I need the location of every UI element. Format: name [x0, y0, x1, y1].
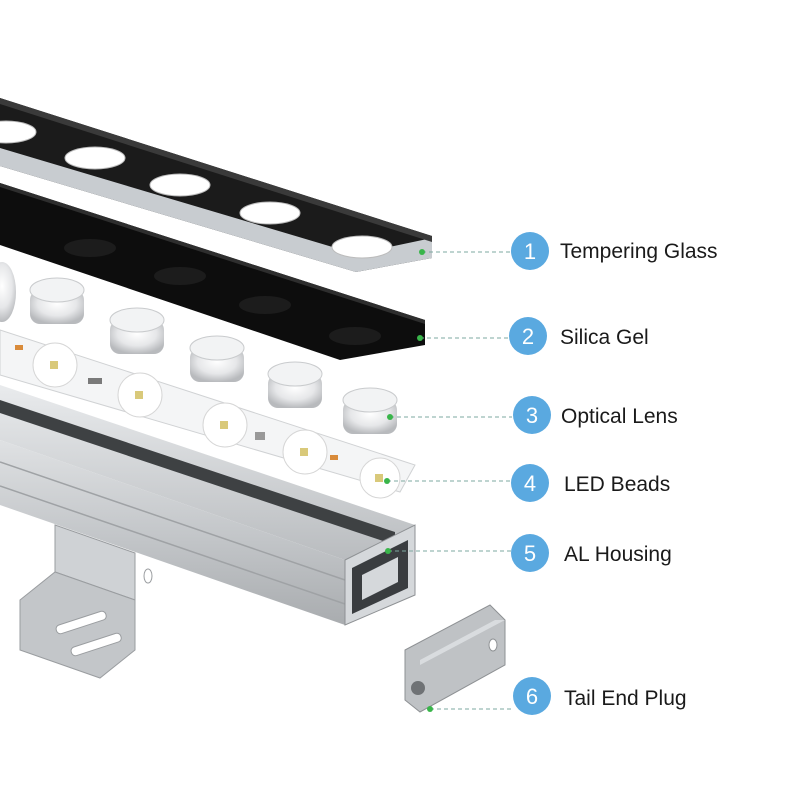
led-strip-part — [0, 329, 416, 499]
callout-anchor-dot — [417, 335, 423, 341]
callout-anchor-dot — [384, 478, 390, 484]
callout-number-badge — [511, 464, 549, 502]
silica-gel-part — [0, 183, 425, 360]
callout-label: Tempering Glass — [560, 240, 718, 263]
callout-label: LED Beads — [564, 473, 670, 496]
callout-number-badge — [511, 232, 549, 270]
callout-number-badge — [513, 677, 551, 715]
callout-3: 3 Optical Lens — [387, 396, 678, 434]
optical-lens — [189, 335, 245, 382]
callout-anchor-dot — [385, 548, 391, 554]
callout-anchor-dot — [419, 249, 425, 255]
optical-lens — [29, 277, 85, 324]
al-housing-part — [0, 385, 416, 679]
tail-end-plug-part — [404, 604, 506, 713]
callout-number: 5 — [524, 541, 536, 566]
callout-label: Silica Gel — [560, 326, 649, 349]
callout-6: 6 Tail End Plug — [427, 677, 687, 715]
callout-number: 6 — [526, 684, 538, 709]
callout-anchor-dot — [427, 706, 433, 712]
callout-anchor-dot — [387, 414, 393, 420]
callout-number: 2 — [522, 324, 534, 349]
callout-number-badge — [511, 534, 549, 572]
callout-number: 1 — [524, 239, 536, 264]
callout-number-badge — [509, 317, 547, 355]
callout-5: 5 AL Housing — [385, 534, 672, 572]
optical-lens — [0, 262, 16, 322]
callout-number: 3 — [526, 403, 538, 428]
callout-1: 1 Tempering Glass — [419, 232, 718, 270]
callout-number: 4 — [524, 471, 536, 496]
optical-lens — [342, 387, 398, 434]
callout-2: 2 Silica Gel — [417, 317, 649, 355]
callout-label: Tail End Plug — [564, 687, 687, 710]
callout-label: Optical Lens — [561, 405, 678, 428]
callout-number-badge — [513, 396, 551, 434]
callout-label: AL Housing — [564, 543, 672, 566]
tempering-glass-part — [0, 98, 432, 272]
optical-lens — [109, 307, 165, 354]
optical-lens — [267, 361, 323, 408]
callout-4: 4 LED Beads — [384, 464, 670, 502]
optical-lens-group — [0, 262, 398, 434]
